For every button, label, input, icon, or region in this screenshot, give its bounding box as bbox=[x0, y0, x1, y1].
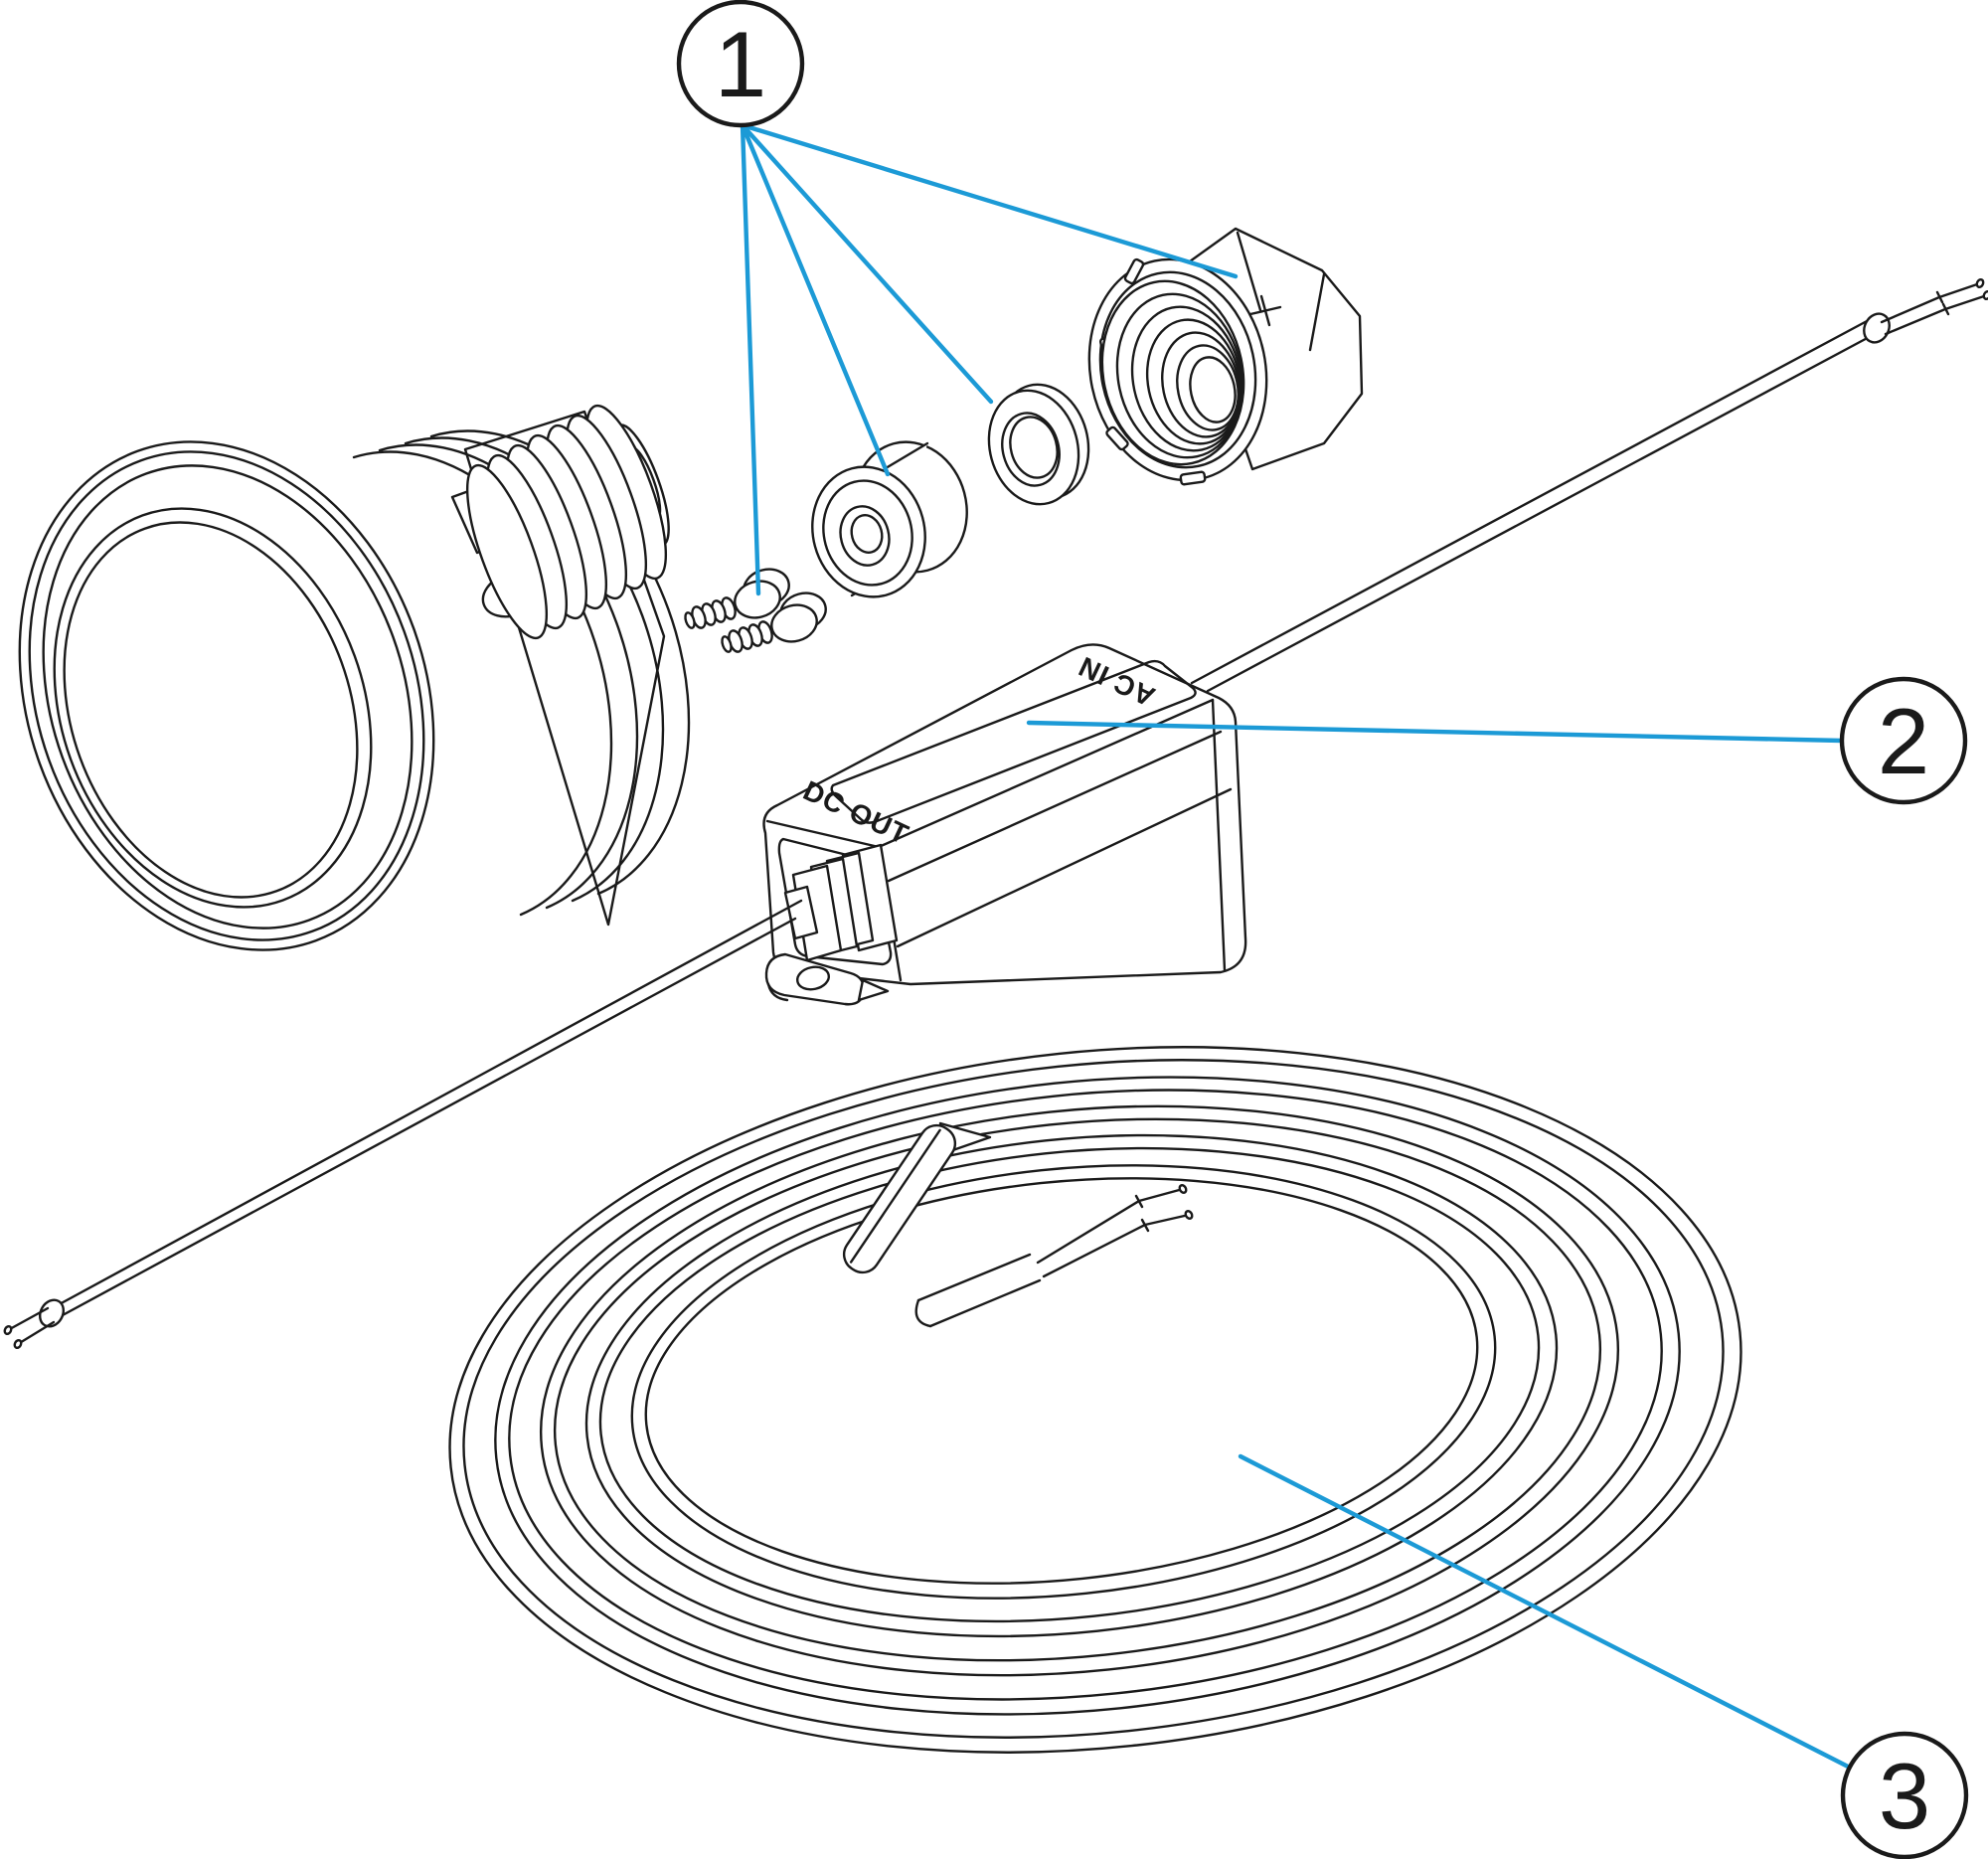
power-supply-label-panel bbox=[830, 659, 1197, 824]
callout-1-number: 1 bbox=[715, 12, 766, 116]
light-lens bbox=[53, 507, 373, 909]
callout-3-number: 3 bbox=[1879, 1744, 1930, 1848]
ac-wire-tip bbox=[1982, 289, 1988, 301]
callout-1-circle bbox=[676, 0, 805, 128]
callout-2-circle bbox=[1839, 676, 1968, 805]
dc-wire-tip bbox=[13, 1338, 23, 1350]
leader-callout1-screws bbox=[740, 122, 761, 596]
strain-relief-clamp bbox=[783, 843, 899, 962]
callout-2: 2 bbox=[1839, 676, 1968, 805]
pool-light-fixture bbox=[18, 404, 691, 951]
coil-wire-tip bbox=[1178, 1184, 1188, 1194]
washer bbox=[987, 383, 1090, 506]
coil-cable-end bbox=[914, 1184, 1194, 1328]
dc-wire-tip bbox=[3, 1324, 13, 1336]
washer-hole bbox=[1001, 412, 1061, 487]
power-supply: DC OUT AC IN bbox=[762, 643, 1247, 1006]
light-collar-ridges bbox=[352, 429, 691, 917]
leader-lines bbox=[740, 122, 1853, 1771]
callouts: 1 2 3 bbox=[676, 0, 1969, 1859]
ac-input-cable bbox=[1190, 277, 1988, 693]
leader-callout3-coil bbox=[1238, 1453, 1853, 1771]
dc-output-cable bbox=[3, 899, 803, 1350]
cable-tie bbox=[842, 1121, 992, 1274]
callout-2-number: 2 bbox=[1878, 689, 1929, 793]
leader-callout1-grommet bbox=[740, 122, 891, 477]
light-flange bbox=[18, 440, 435, 951]
screw-2 bbox=[721, 592, 827, 653]
coil-wire-tip bbox=[1184, 1210, 1194, 1220]
leader-callout1-washer bbox=[740, 122, 994, 405]
cable-coil bbox=[448, 1046, 1742, 1754]
screw-1 bbox=[684, 568, 790, 629]
mounting-tab-hole bbox=[795, 965, 831, 991]
leader-callout2-power-supply bbox=[1026, 720, 1845, 744]
leader-callout1-nut bbox=[740, 122, 1239, 279]
callout-1: 1 bbox=[676, 0, 805, 128]
callout-3: 3 bbox=[1840, 1731, 1969, 1859]
callout-3-circle bbox=[1840, 1731, 1969, 1859]
fixing-screws bbox=[684, 568, 827, 653]
lock-nut bbox=[1087, 227, 1364, 486]
mounting-tab bbox=[764, 952, 890, 1006]
ac-wire-tip bbox=[1975, 277, 1985, 289]
grommet bbox=[811, 440, 968, 598]
nut-internal-threads bbox=[1100, 279, 1245, 466]
threaded-neck bbox=[465, 404, 670, 640]
